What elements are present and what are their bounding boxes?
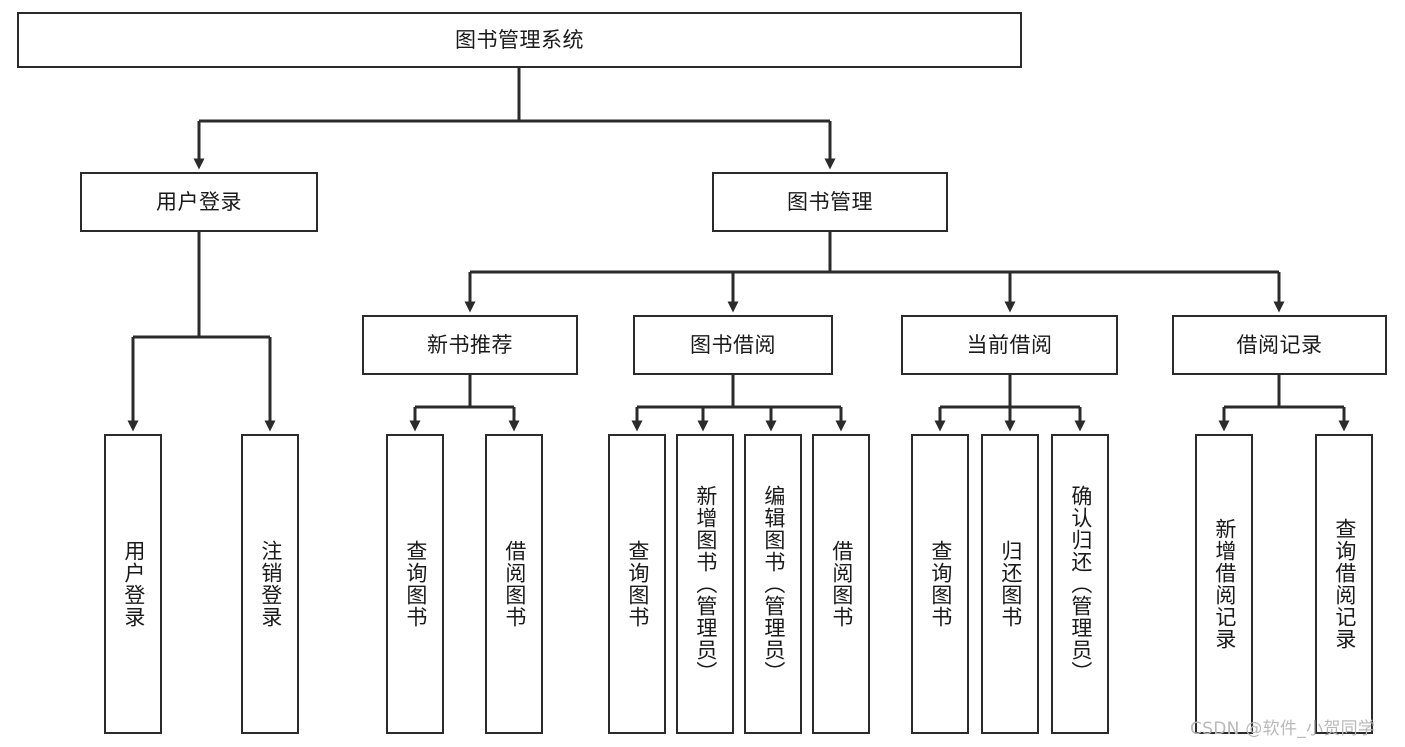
leaf-label: 借阅图书 [829, 540, 854, 628]
node-root-label: 图书管理系统 [455, 27, 584, 52]
leaf-user-login-signin[interactable]: 用户登录 [104, 434, 162, 734]
node-book-management-label: 图书管理 [787, 189, 873, 214]
node-current-borrow-label: 当前借阅 [966, 332, 1053, 357]
leaf-label: 查询借阅记录 [1332, 518, 1357, 650]
node-user-login[interactable]: 用户登录 [80, 172, 318, 232]
leaf-label: 查询图书 [928, 540, 953, 628]
leaf-label: 归还图书 [998, 540, 1023, 628]
leaf-current-borrow-query[interactable]: 查询图书 [911, 434, 969, 734]
leaf-label: 用户登录 [121, 540, 146, 628]
leaf-label: 借阅图书 [502, 540, 527, 628]
leaf-book-borrow-add[interactable]: 新增图书（管理员） [676, 434, 734, 734]
leaf-label: 新增图书（管理员） [693, 485, 718, 683]
watermark: CSDN @软件_小贺同学 [1190, 719, 1376, 739]
leaf-borrow-record-query[interactable]: 查询借阅记录 [1315, 434, 1373, 734]
node-new-book-recommend-label: 新书推荐 [427, 332, 513, 357]
node-new-book-recommend[interactable]: 新书推荐 [362, 315, 578, 375]
leaf-label: 编辑图书（管理员） [761, 485, 786, 683]
node-book-borrow[interactable]: 图书借阅 [633, 315, 833, 375]
leaf-current-borrow-confirm[interactable]: 确认归还（管理员） [1051, 434, 1109, 734]
leaf-book-borrow-edit[interactable]: 编辑图书（管理员） [744, 434, 802, 734]
leaf-label: 查询图书 [403, 540, 428, 628]
leaf-current-borrow-return[interactable]: 归还图书 [981, 434, 1039, 734]
node-user-login-label: 用户登录 [156, 189, 242, 214]
leaf-label: 注销登录 [258, 540, 283, 628]
leaf-new-book-borrow[interactable]: 借阅图书 [485, 434, 543, 734]
node-borrow-record-label: 借阅记录 [1236, 332, 1323, 357]
leaf-book-borrow-lend[interactable]: 借阅图书 [812, 434, 870, 734]
leaf-label: 新增借阅记录 [1212, 518, 1237, 650]
leaf-label: 查询图书 [625, 540, 650, 628]
node-current-borrow[interactable]: 当前借阅 [901, 315, 1118, 375]
node-root[interactable]: 图书管理系统 [17, 12, 1022, 68]
node-book-borrow-label: 图书借阅 [690, 332, 776, 357]
leaf-user-login-signout[interactable]: 注销登录 [241, 434, 299, 734]
leaf-label: 确认归还（管理员） [1068, 485, 1093, 683]
node-borrow-record[interactable]: 借阅记录 [1172, 315, 1387, 375]
node-book-management[interactable]: 图书管理 [712, 172, 948, 232]
leaf-book-borrow-query[interactable]: 查询图书 [608, 434, 666, 734]
leaf-borrow-record-add[interactable]: 新增借阅记录 [1195, 434, 1253, 734]
leaf-new-book-query[interactable]: 查询图书 [386, 434, 444, 734]
